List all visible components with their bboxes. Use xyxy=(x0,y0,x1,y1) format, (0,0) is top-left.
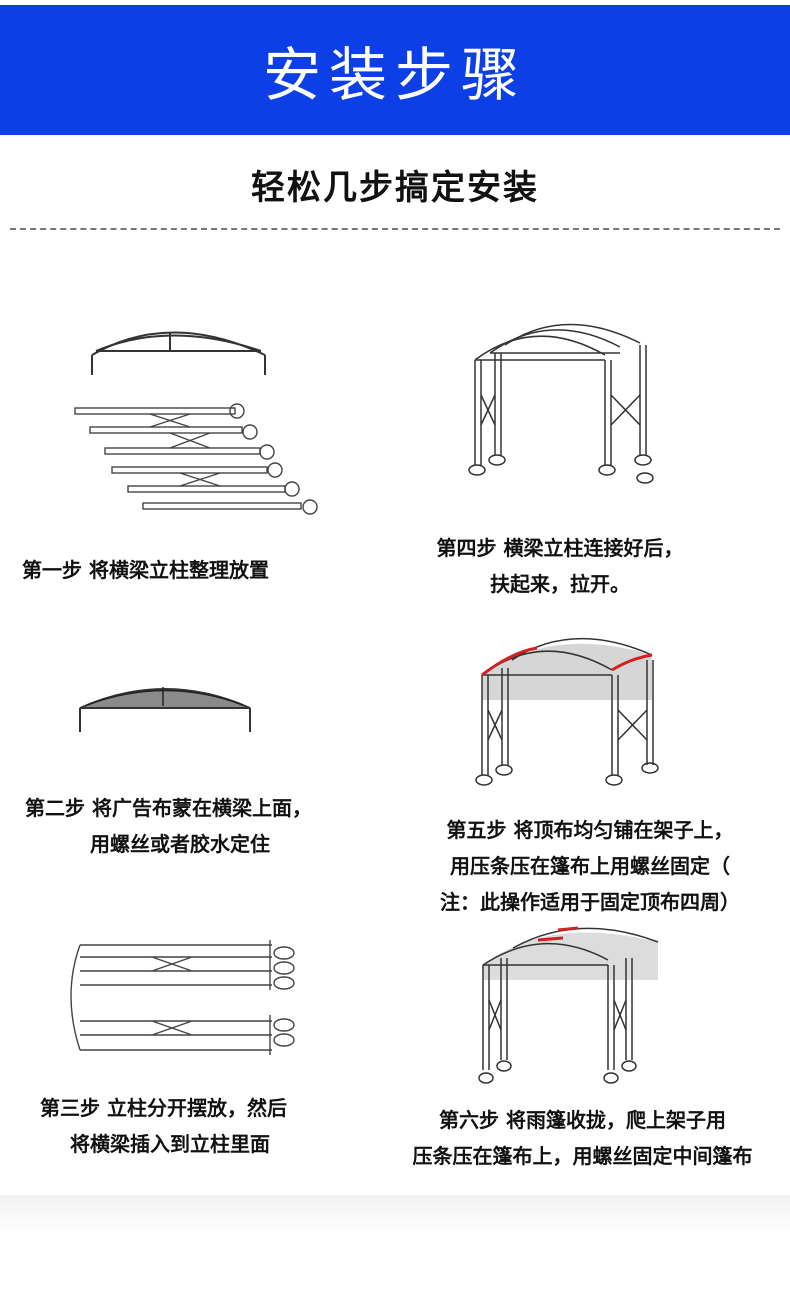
step3-line2: 将横梁插入到立柱里面 xyxy=(70,1132,270,1156)
step5-line1: 第五步 将顶布均匀铺在架子上， xyxy=(446,818,734,842)
step6-line1: 第六步 将雨篷收拢，爬上架子用 xyxy=(439,1108,726,1132)
step4-illustration xyxy=(468,323,654,484)
step3-caption: 第三步 立柱分开摆放，然后 将横梁插入到立柱里面 xyxy=(40,1090,380,1162)
header-banner: 安装步骤 xyxy=(0,5,790,135)
step4-line2: 扶起来，拉开。 xyxy=(490,572,630,596)
bottom-fade xyxy=(0,1195,790,1235)
subtitle: 轻松几步搞定安装 xyxy=(251,168,539,208)
step1-caption: 第一步 将横梁立柱整理放置 xyxy=(22,552,269,588)
step2-illustration xyxy=(79,687,251,732)
step5-caption: 第五步 将顶布均匀铺在架子上， 用压条压在篷布上用螺丝固定（ 注：此操作适用于固… xyxy=(395,812,785,920)
step5-line3: 注：此操作适用于固定顶布四周） xyxy=(440,890,740,914)
step5-illustration xyxy=(475,637,659,786)
step2-caption: 第二步 将广告布蒙在横梁上面， 用螺丝或者胶水定住 xyxy=(25,790,385,862)
step6-caption: 第六步 将雨篷收拢，爬上架子用 压条压在篷布上，用螺丝固定中间篷布 xyxy=(375,1102,790,1174)
step3-illustration xyxy=(70,940,295,1055)
step1-illustration xyxy=(74,331,318,515)
dashed-divider xyxy=(10,228,780,230)
step2-line1: 第二步 将广告布蒙在横梁上面， xyxy=(25,796,312,820)
step1-line1: 第一步 将横梁立柱整理放置 xyxy=(22,558,269,582)
step6-line2: 压条压在篷布上，用螺丝固定中间篷布 xyxy=(412,1144,753,1168)
step4-caption: 第四步 横梁立柱连接好后， 扶起来，拉开。 xyxy=(395,530,725,602)
step3-line1: 第三步 立柱分开摆放，然后 xyxy=(40,1096,287,1120)
step6-illustration xyxy=(478,926,659,1084)
step5-line2: 用压条压在篷布上用螺丝固定（ xyxy=(450,854,730,878)
step4-line1: 第四步 横梁立柱连接好后， xyxy=(436,536,684,560)
step2-line2: 用螺丝或者胶水定住 xyxy=(90,832,270,856)
page-title: 安装步骤 xyxy=(262,41,527,109)
